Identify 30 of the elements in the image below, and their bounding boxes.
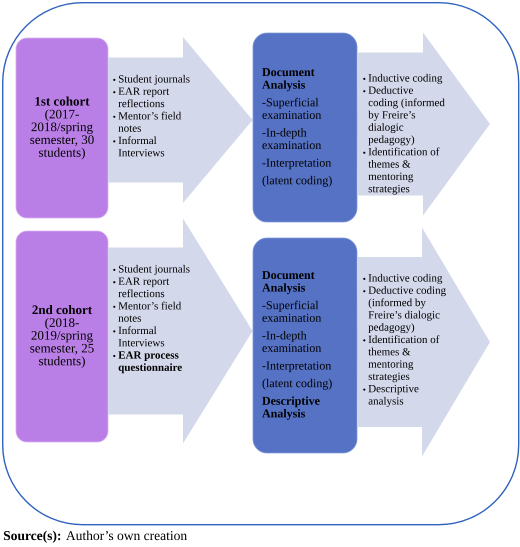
bullet-list: Inductive coding Deductive coding (informed by Freire’s dialogic pedagogy) Identification of themes & mentoring strategies: [363, 74, 445, 195]
bullet-list: Student journals EAR report reflections Mentor’s field notes Informal Interviews: [113, 74, 190, 156]
node-label: Deductive coding (informed by Freire’s dialogic pedagogy): [368, 86, 445, 146]
analysis-box: Document Analysis -Superficial examination -In-depth examination -Interpretation (latent coding) Descriptive Analysis: [252, 238, 358, 454]
node-label: Deductive coding (informed by Freire’s dialogic pedagogy): [368, 286, 446, 334]
block-arrow: [108, 218, 253, 444]
rounded-frame: [2, 2, 520, 526]
block-arrow: [108, 37, 253, 203]
node-label: Student journals: [118, 74, 190, 85]
node-label: Identification of themes & mentoring strategies: [368, 148, 440, 195]
node-label: Mentor’s field notes: [118, 112, 182, 132]
node-label: Mentor’s field notes: [118, 302, 182, 322]
node-label: Informal Interviews: [118, 326, 164, 346]
node-label: EAR report reflections: [118, 88, 170, 108]
node-label: Inductive coding: [368, 74, 442, 84]
bullet-list: Inductive coding Deductive coding (informed by Freire’s dialogic pedagogy) Identification of themes & mentoring strategies Descriptive analysis: [363, 274, 446, 407]
node-label: Identification of themes & mentoring strategies: [368, 335, 440, 382]
node-label: Informal Interviews: [118, 136, 164, 156]
bullet-list: Student journals EAR report reflections Mentor’s field notes Informal Interviews EAR process questionnaire: [113, 264, 190, 374]
cohort-box: 1st cohort (2017-2018/spring semester, 30 students): [16, 38, 108, 218]
analysis-box: Document Analysis -Superficial examination -In-depth examination -Interpretation (latent coding): [252, 32, 358, 222]
node-label: EAR process questionnaire: [118, 351, 182, 374]
node-label: EAR report reflections: [118, 278, 170, 298]
block-arrow: [357, 32, 490, 216]
cohort-box: 2nd cohort (2018-2019/spring semester, 25 students): [16, 230, 108, 442]
node-label: Descriptive analysis: [368, 384, 419, 407]
node-label: Student journals: [118, 264, 190, 275]
block-arrow: [357, 228, 490, 456]
node-label: Inductive coding: [368, 274, 442, 284]
caption: Source(s): Author’s own creation: [4, 530, 187, 543]
